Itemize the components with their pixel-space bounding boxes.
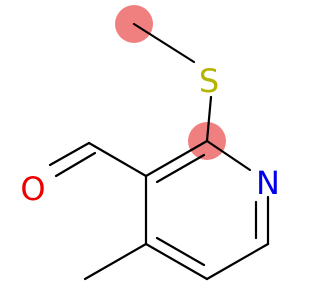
bonds — [48, 22, 270, 281]
sulfur-atom-label: S — [199, 62, 219, 100]
oxygen-atom-label: O — [20, 170, 45, 208]
bond-c3-c2 — [144, 139, 209, 178]
bond-aldehyde-oxygen-second — [54, 151, 97, 178]
molecule-structure-diagram: S N O — [20, 5, 280, 281]
bond-c6-c5 — [205, 242, 270, 281]
bond-methyl-sulfur — [132, 22, 196, 64]
nitrogen-atom-label: N — [256, 164, 280, 202]
bond-c2-n — [205, 139, 252, 172]
bond-aldehyde-oxygen — [48, 141, 91, 167]
bond-sulfur-c2 — [205, 95, 213, 143]
bond-c3-aldehyde — [87, 141, 148, 178]
bond-c3-c2-inner — [155, 153, 206, 184]
bond-c5-c4-inner — [155, 236, 206, 267]
bond-c4-methyl — [83, 242, 148, 281]
bond-c5-c4 — [144, 242, 209, 281]
